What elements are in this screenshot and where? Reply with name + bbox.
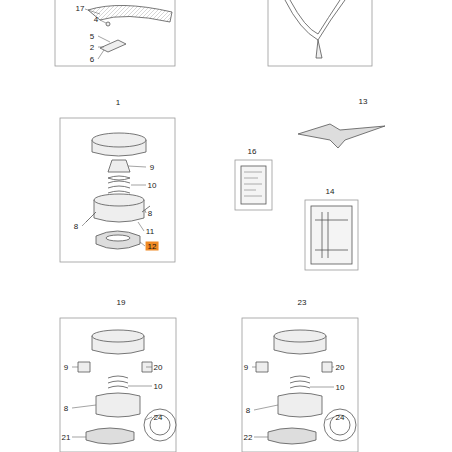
callout-number: 9 bbox=[243, 363, 249, 372]
callout-number: 13 bbox=[358, 97, 369, 106]
panel-outline bbox=[242, 318, 358, 452]
callout-number: 10 bbox=[147, 181, 158, 190]
callout-number: 12 bbox=[146, 242, 159, 251]
callout-number: 24 bbox=[153, 413, 164, 422]
panel-outline bbox=[60, 318, 176, 452]
callout-number: 19 bbox=[116, 298, 127, 307]
panel-outline bbox=[60, 118, 175, 262]
callout-number: 8 bbox=[245, 406, 251, 415]
callout-number: 20 bbox=[153, 363, 164, 372]
callout-number: 1 bbox=[115, 98, 121, 107]
callout-number: 23 bbox=[297, 298, 308, 307]
callout-number: 24 bbox=[335, 413, 346, 422]
callout-number: 16 bbox=[247, 147, 258, 156]
callout-number: 2 bbox=[89, 43, 95, 52]
callout-number: 14 bbox=[325, 187, 336, 196]
callout-number: 9 bbox=[63, 363, 69, 372]
callout-number: 4 bbox=[93, 15, 99, 24]
panel-outline bbox=[235, 160, 272, 210]
panel-outline bbox=[305, 200, 358, 270]
callout-number: 8 bbox=[147, 209, 153, 218]
callout-number: 22 bbox=[243, 433, 254, 442]
callout-number: 8 bbox=[73, 222, 79, 231]
callout-number: 11 bbox=[145, 227, 155, 236]
callout-number: 5 bbox=[89, 32, 95, 41]
callout-number: 10 bbox=[335, 383, 346, 392]
panel-outline bbox=[55, 0, 175, 66]
panel-outline bbox=[268, 0, 372, 66]
callout-number: 9 bbox=[149, 163, 155, 172]
callout-number: 17 bbox=[75, 4, 86, 13]
callout-number: 6 bbox=[89, 55, 95, 64]
callout-number: 8 bbox=[63, 404, 69, 413]
callout-number: 10 bbox=[153, 382, 164, 391]
leader-lines bbox=[72, 9, 334, 437]
callout-number: 21 bbox=[61, 433, 72, 442]
callout-number: 20 bbox=[335, 363, 346, 372]
